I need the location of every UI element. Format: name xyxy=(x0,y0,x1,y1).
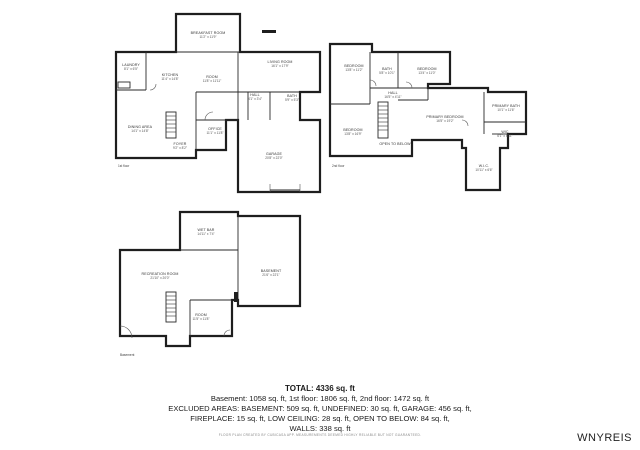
excluded-areas-line-1: EXCLUDED AREAS: BASEMENT: 509 sq. ft, UN… xyxy=(168,404,472,413)
room-name-living: LIVING ROOM xyxy=(267,60,292,64)
room-name-hall-second: HALL xyxy=(388,91,397,95)
room-name-foyer: FOYER xyxy=(174,142,187,146)
area-summary: TOTAL: 4336 sq. ft Basement: 1058 sq. ft… xyxy=(0,384,640,434)
room-name-basement: BASEMENT xyxy=(261,269,282,273)
room-dim-laundry: 8'1" x 6'5" xyxy=(124,67,138,71)
room-dim-wet-bar: 14'11" x 7'4" xyxy=(197,232,214,236)
room-dim-recreation: 21'10" x 20'0" xyxy=(150,276,169,280)
room-dim-bedroom-3: 13'8" x 16'9" xyxy=(344,132,361,136)
room-dim-breakfast: 11'2" x 11'9" xyxy=(199,35,216,39)
basement-plan: Basement WET BAR 14'11" x 7'4" RECREATIO… xyxy=(118,210,302,357)
brand-logo: WNYREIS xyxy=(577,432,632,444)
room-name-wic-2: W.I.C. xyxy=(479,164,489,168)
room-name-open-to-below: OPEN TO BELOW xyxy=(379,142,411,146)
floor-areas: Basement: 1058 sq. ft, 1st floor: 1806 s… xyxy=(210,394,430,403)
stairs-first-floor xyxy=(165,111,177,139)
room-dim-room-basement: 11'5" x 11'8" xyxy=(192,317,209,321)
room-name-recreation: RECREATION ROOM xyxy=(142,272,179,276)
room-dim-foyer: 9'2" x 8'2" xyxy=(173,146,187,150)
room-dim-primary-bedroom: 16'5" x 19'2" xyxy=(436,119,453,123)
room-name-wic: WIC xyxy=(501,130,509,134)
room-name-bedroom-2: BEDROOM xyxy=(417,67,436,71)
floor-plan-drawing: 1st floor BREAKFAST ROOM 11'2" x 11'9" L… xyxy=(114,12,528,357)
room-name-bath-second: BATH xyxy=(382,67,392,71)
room-name-bath-first: BATH xyxy=(287,94,297,98)
second-floor-plan: 2nd floor BEDROOM 13'8" x 11'2" BATH 5'8… xyxy=(328,42,528,192)
room-dim-wic: 6'1" x 6'11" xyxy=(497,134,512,138)
room-name-office: OFFICE xyxy=(208,127,222,131)
walls-area: WALLS: 338 sq. ft xyxy=(289,424,351,433)
room-dim-office: 11'1" x 11'8" xyxy=(206,131,223,135)
room-dim-bedroom-2: 13'4" x 11'0" xyxy=(418,71,435,75)
room-dim-living: 16'1" x 17'9" xyxy=(271,64,288,68)
room-name-primary-bath: PRIMARY BATH xyxy=(492,104,520,108)
room-name-room-basement: ROOM xyxy=(195,313,207,317)
room-name-room-first: ROOM xyxy=(206,75,218,79)
room-dim-basement: 21'6" x 22'1" xyxy=(262,273,279,277)
first-floor-label: 1st floor xyxy=(118,164,130,168)
room-dim-bath-second: 5'8" x 10'1" xyxy=(379,71,395,75)
room-name-bedroom-1: BEDROOM xyxy=(344,64,363,68)
room-dim-primary-bath: 10'1" x 11'6" xyxy=(497,108,514,112)
room-dim-kitchen: 11'4" x 14'8" xyxy=(161,77,178,81)
basement-label: Basement xyxy=(120,353,134,357)
room-dim-room-first: 11'8" x 11'11" xyxy=(203,79,222,83)
room-name-kitchen: KITCHEN xyxy=(162,73,179,77)
total-area: TOTAL: 4336 sq. ft xyxy=(285,384,355,393)
room-name-hall-first: HALL xyxy=(250,93,259,97)
excluded-areas-line-2: FIREPLACE: 15 sq. ft, LOW CEILING: 28 sq… xyxy=(190,414,450,423)
room-dim-hall-second: 16'5" x 4'11" xyxy=(384,95,401,99)
room-name-primary-bedroom: PRIMARY BEDROOM xyxy=(426,115,463,119)
room-dim-garage: 20'8" x 22'0" xyxy=(265,156,282,160)
stairs-second-floor xyxy=(377,101,389,139)
disclaimer: FLOOR PLAN CREATED BY CUBICASA APP. MEAS… xyxy=(218,433,422,437)
stairs-basement xyxy=(165,291,177,323)
room-dim-hall-first: 4'1" x 3'4" xyxy=(248,97,262,101)
room-dim-dining: 14'1" x 14'8" xyxy=(131,129,148,133)
second-floor-label: 2nd floor xyxy=(332,164,345,168)
room-name-dining: DINING AREA xyxy=(128,125,153,129)
room-name-wet-bar: WET BAR xyxy=(197,228,214,232)
room-dim-bath-first: 5'9" x 5'3" xyxy=(285,98,299,102)
room-dim-wic-2: 10'11" x 6'6" xyxy=(475,168,492,172)
room-name-bedroom-3: BEDROOM xyxy=(343,128,362,132)
room-name-laundry: LAUNDRY xyxy=(122,63,140,67)
room-name-garage: GARAGE xyxy=(266,152,282,156)
first-floor-plan: 1st floor BREAKFAST ROOM 11'2" x 11'9" L… xyxy=(114,12,322,194)
room-name-breakfast: BREAKFAST ROOM xyxy=(191,31,226,35)
room-dim-bedroom-1: 13'8" x 11'2" xyxy=(345,68,362,72)
